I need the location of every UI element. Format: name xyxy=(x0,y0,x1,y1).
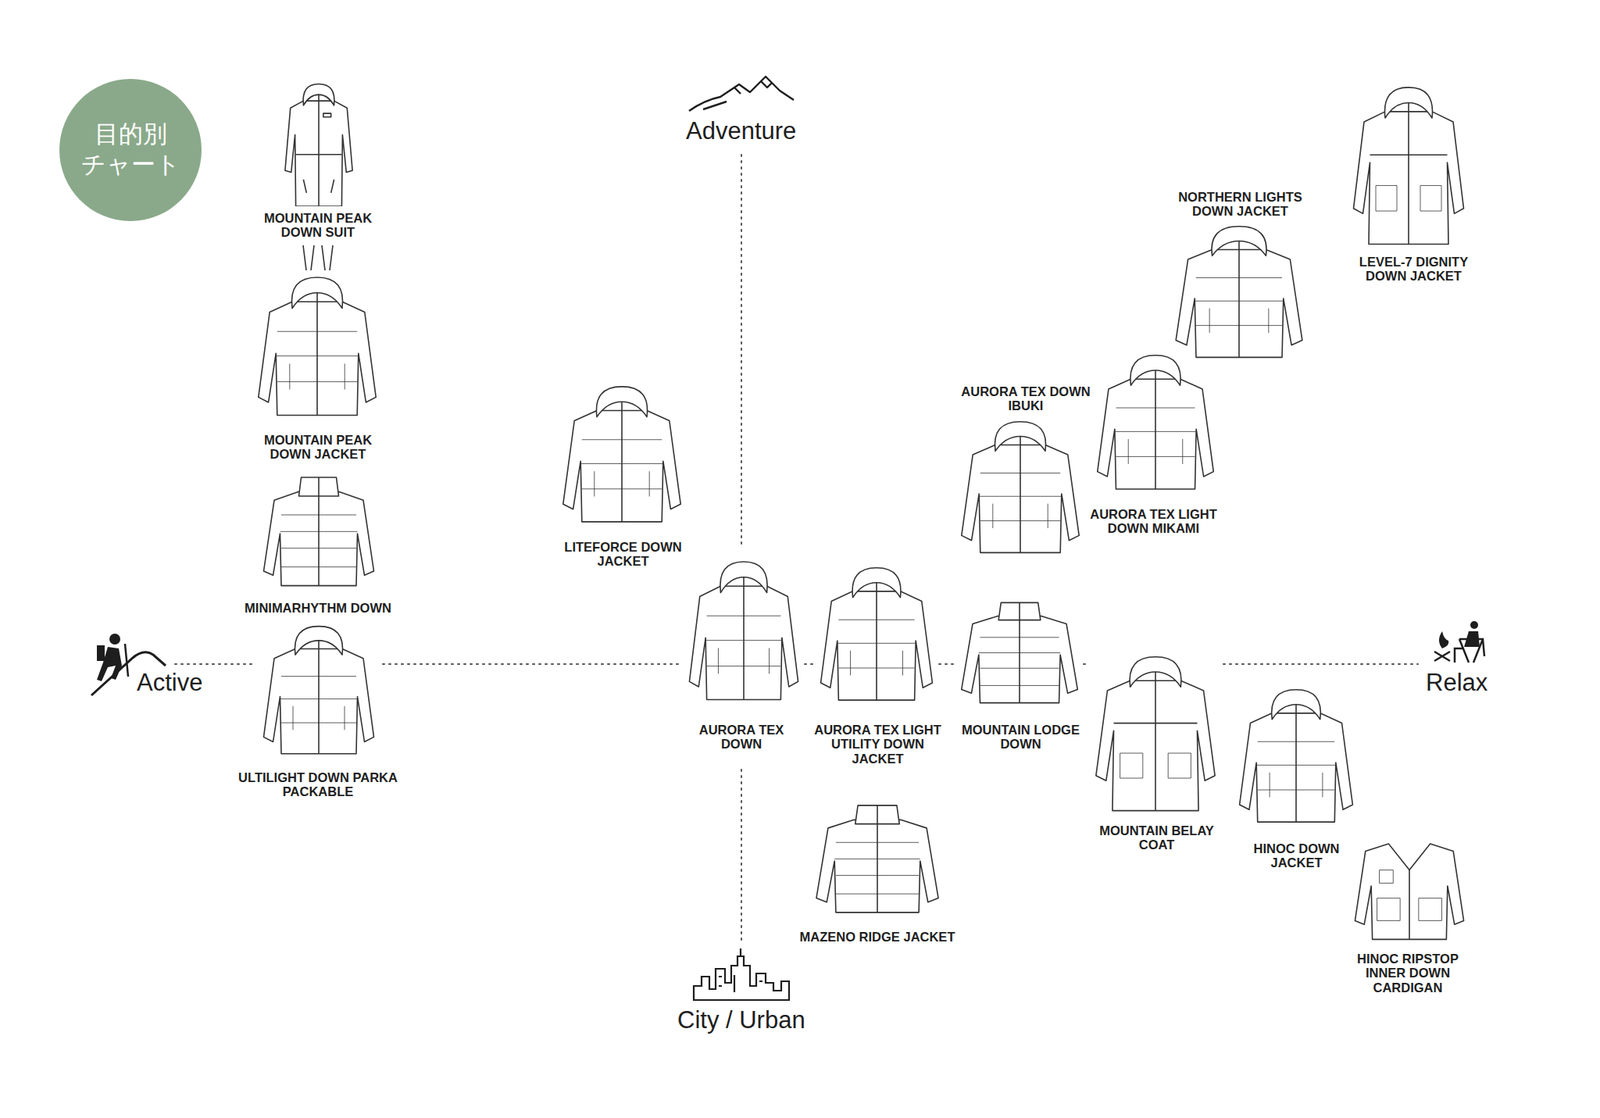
product-name: MOUNTAIN LODGE DOWN xyxy=(956,722,1086,752)
product-name: NORTHERN LIGHTS DOWN JACKET xyxy=(1171,189,1309,219)
product-name: AURORA TEX LIGHT DOWN MIKAMI xyxy=(1085,507,1222,536)
down-parka xyxy=(264,626,375,754)
down-jacket xyxy=(563,386,681,522)
down-jacket xyxy=(264,477,375,586)
product-name: MOUNTAIN PEAK DOWN JACKET xyxy=(251,432,385,462)
suit-legs xyxy=(303,245,333,271)
product-name: ULTILIGHT DOWN PARKA PACKABLE xyxy=(232,770,404,800)
axis-lines xyxy=(175,154,1418,942)
product-name: MOUNTAIN PEAK DOWN SUIT xyxy=(251,210,385,240)
product-name: HINOC RIPSTOP INNER DOWN CARDIGAN xyxy=(1353,951,1463,995)
product-name: MAZENO RIDGE JACKET xyxy=(783,929,972,944)
product-name: AURORA TEX DOWN xyxy=(690,722,793,752)
down-jacket xyxy=(821,567,933,700)
title-circle: 目的別 チャート xyxy=(59,78,202,222)
down-jacket xyxy=(1239,689,1354,822)
skyline-icon xyxy=(693,948,790,1000)
down-jacket xyxy=(1175,226,1303,358)
down-jacket xyxy=(1097,355,1215,490)
jacket-illustrations xyxy=(258,83,1465,940)
down-jacket xyxy=(961,421,1079,554)
product-name: MOUNTAIN BELAY COAT xyxy=(1092,823,1222,853)
axis-label: Adventure xyxy=(685,117,797,146)
product-name: AURORA TEX LIGHT UTILITY DOWN JACKET xyxy=(809,722,947,766)
down-suit xyxy=(285,83,353,207)
title-text: 目的別 チャート xyxy=(75,119,186,181)
axis-label: Relax xyxy=(1425,668,1488,697)
down-jacket xyxy=(961,602,1079,703)
down-coat xyxy=(1096,657,1215,811)
product-name: LEVEL-7 DIGNITY DOWN JACKET xyxy=(1345,254,1483,284)
product-name: AURORA TEX DOWN IBUKI xyxy=(959,384,1093,414)
product-name: MINIMARHYTHM DOWN xyxy=(216,600,420,615)
down-jacket xyxy=(689,561,798,700)
product-name: HINOC DOWN JACKET xyxy=(1247,841,1346,871)
campfire-icon xyxy=(1434,621,1485,663)
down-cardigan xyxy=(1354,843,1464,940)
product-name: LITEFORCE DOWN JACKET xyxy=(554,539,692,569)
axis-label: Active xyxy=(136,668,203,697)
down-jacket xyxy=(258,277,376,416)
mountain-icon xyxy=(689,76,794,111)
axis-label: City / Urban xyxy=(677,1006,806,1035)
down-jacket xyxy=(816,805,939,913)
down-jacket xyxy=(1353,87,1465,245)
